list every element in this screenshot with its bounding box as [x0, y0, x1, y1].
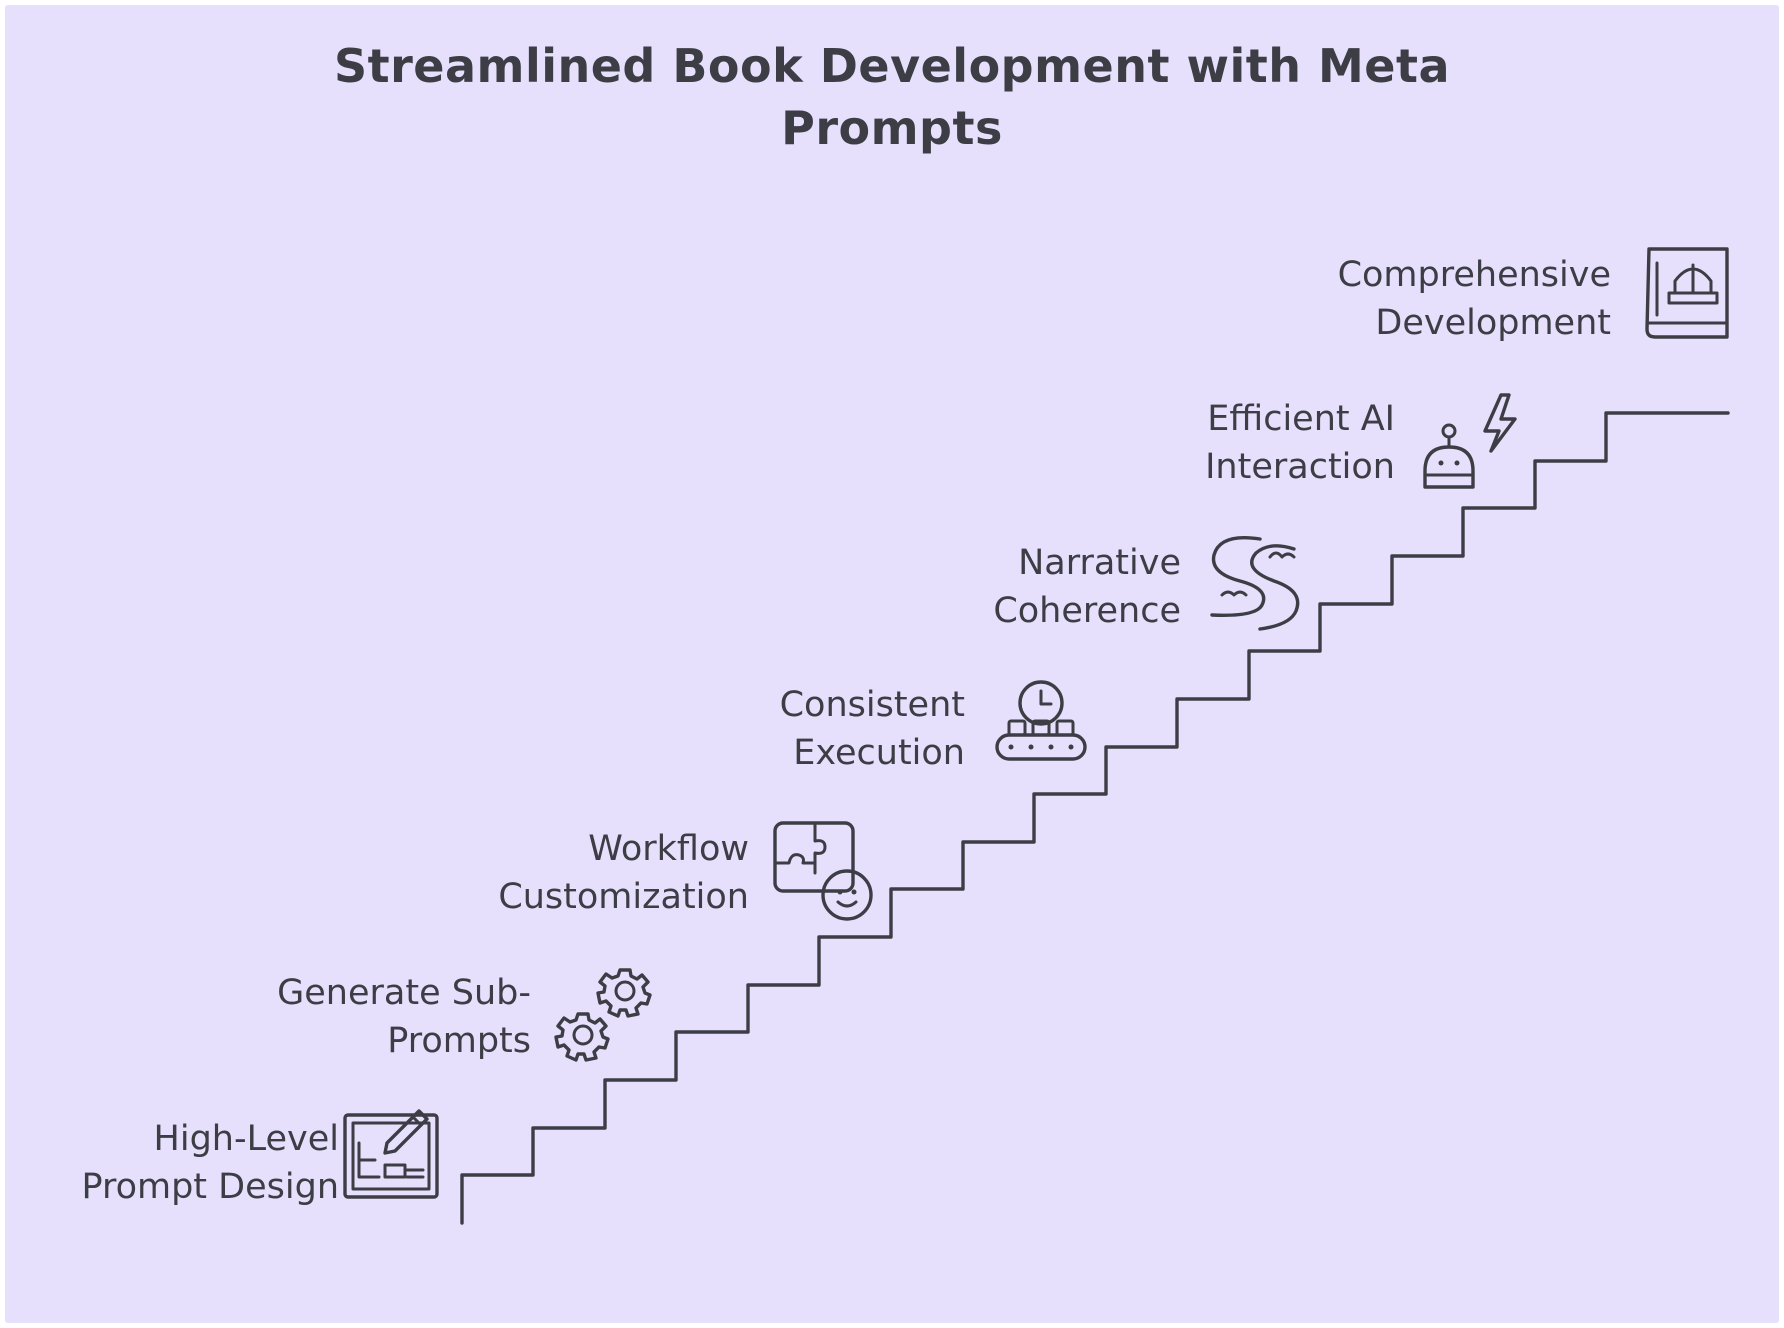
step-label-high-level-prompt-design: High-Level Prompt Design: [81, 1115, 339, 1211]
step-label-comprehensive-development: Comprehensive Development: [1338, 251, 1611, 347]
step-label-line: Coherence: [993, 591, 1181, 631]
step-label-line: Development: [1375, 303, 1611, 343]
staircase-line: [460, 411, 1730, 1225]
title-line-2: Prompts: [781, 101, 1003, 155]
step-label-line: Comprehensive: [1337, 255, 1611, 295]
step-label-line: High-Level: [153, 1119, 339, 1159]
step-label-line: Narrative: [1018, 543, 1181, 583]
step-label-line: Efficient AI: [1207, 399, 1395, 439]
puzzle-person-icon: [773, 821, 873, 921]
step-label-efficient-ai-interaction: Efficient AI Interaction: [1205, 395, 1395, 491]
step-label-line: Prompts: [387, 1021, 531, 1061]
step-label-line: Execution: [793, 733, 965, 773]
step-label-narrative-coherence: Narrative Coherence: [993, 539, 1181, 635]
step-label-line: Workflow: [588, 829, 749, 869]
diagram-title: Streamlined Book Development with Meta P…: [5, 35, 1779, 159]
clock-conveyor-icon: [995, 680, 1087, 761]
step-label-line: Interaction: [1205, 447, 1395, 487]
staircase-diagram: [343, 247, 1730, 1225]
book-icon: [1645, 247, 1729, 339]
gears-icon: [554, 968, 652, 1062]
step-label-generate-sub-prompts: Generate Sub- Prompts: [277, 969, 531, 1065]
title-line-1: Streamlined Book Development with Meta: [333, 39, 1451, 93]
river-icon: [1210, 536, 1300, 631]
step-label-line: Consistent: [779, 685, 965, 725]
robot-lightning-icon: [1423, 393, 1517, 489]
diagram-canvas: Streamlined Book Development with Meta P…: [5, 5, 1779, 1323]
document-pencil-icon: [343, 1109, 439, 1199]
step-label-line: Prompt Design: [81, 1167, 339, 1207]
step-label-consistent-execution: Consistent Execution: [780, 681, 965, 777]
step-label-workflow-customization: Workflow Customization: [498, 825, 749, 921]
step-label-line: Customization: [498, 877, 749, 917]
step-label-line: Generate Sub-: [277, 973, 531, 1013]
